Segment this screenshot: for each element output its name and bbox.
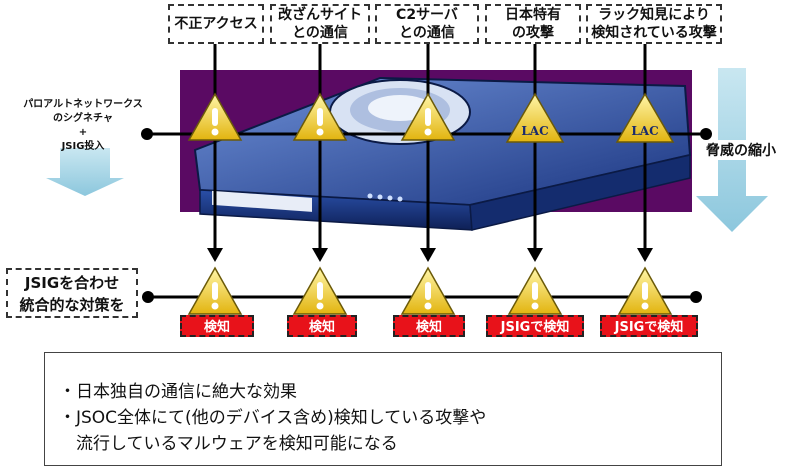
warning-icon — [187, 266, 243, 315]
vertical-arrows — [207, 44, 653, 262]
detect-label-jsig: JSIGで検知 — [486, 315, 584, 337]
lac-warning-icon — [615, 92, 675, 143]
detect-label-jsig: JSIGで検知 — [600, 315, 698, 337]
top-label-tampered-site: 改ざんサイト との通信 — [270, 4, 370, 44]
threat-reduction-label: 脅威の縮小 — [706, 140, 776, 160]
summary-line: ・JSOC全体にて(他のデバイス含め)検知している攻撃や — [59, 408, 487, 428]
lac-warning-icon — [505, 92, 565, 143]
down-arrow-left-icon — [46, 148, 124, 196]
lac-logo-text: LAC — [631, 124, 659, 138]
warning-icon — [400, 266, 456, 315]
top-label-japan-specific: 日本特有 の攻撃 — [485, 4, 581, 44]
detect-label: 検知 — [180, 315, 254, 337]
top-label-unauthorized-access: 不正アクセス — [168, 4, 264, 44]
warning-icon — [187, 92, 243, 141]
lac-logo-text: LAC — [521, 124, 549, 138]
device-slot — [212, 190, 312, 212]
warning-icon — [617, 266, 673, 315]
jsig-integration-box: JSIGを合わせ 統合的な対策を — [6, 268, 138, 318]
warning-icon — [507, 266, 563, 315]
warning-icon — [292, 92, 348, 141]
summary-line: 流行しているマルウェアを検知可能になる — [59, 434, 398, 454]
left-note: パロアルトネットワークス のシグネチャ + JSIG投入 — [23, 99, 143, 152]
warning-icon — [400, 92, 456, 141]
warning-icon — [292, 266, 348, 315]
top-label-c2-server: C2サーバ との通信 — [375, 4, 479, 44]
summary-box: ・日本独自の通信に絶大な効果 ・JSOC全体にて(他のデバイス含め)検知している… — [44, 352, 722, 466]
device-right — [469, 154, 691, 231]
detect-label: 検知 — [393, 315, 465, 337]
top-label-lac-knowledge: ラック知見により 検知されている攻撃 — [586, 4, 722, 44]
detect-label: 検知 — [287, 315, 357, 337]
summary-line: ・日本独自の通信に絶大な効果 — [59, 382, 297, 402]
